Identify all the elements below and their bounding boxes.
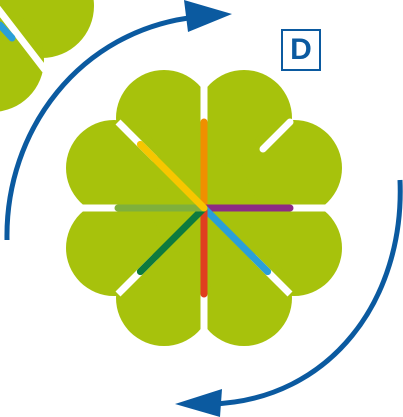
rotation-arrow-bottom-head <box>175 389 222 417</box>
clover-flower <box>56 60 352 356</box>
clover-petal <box>66 120 162 216</box>
partial-clover <box>0 0 94 112</box>
panel-label: D <box>281 29 321 71</box>
rotation-arrow-top-head <box>184 0 232 32</box>
